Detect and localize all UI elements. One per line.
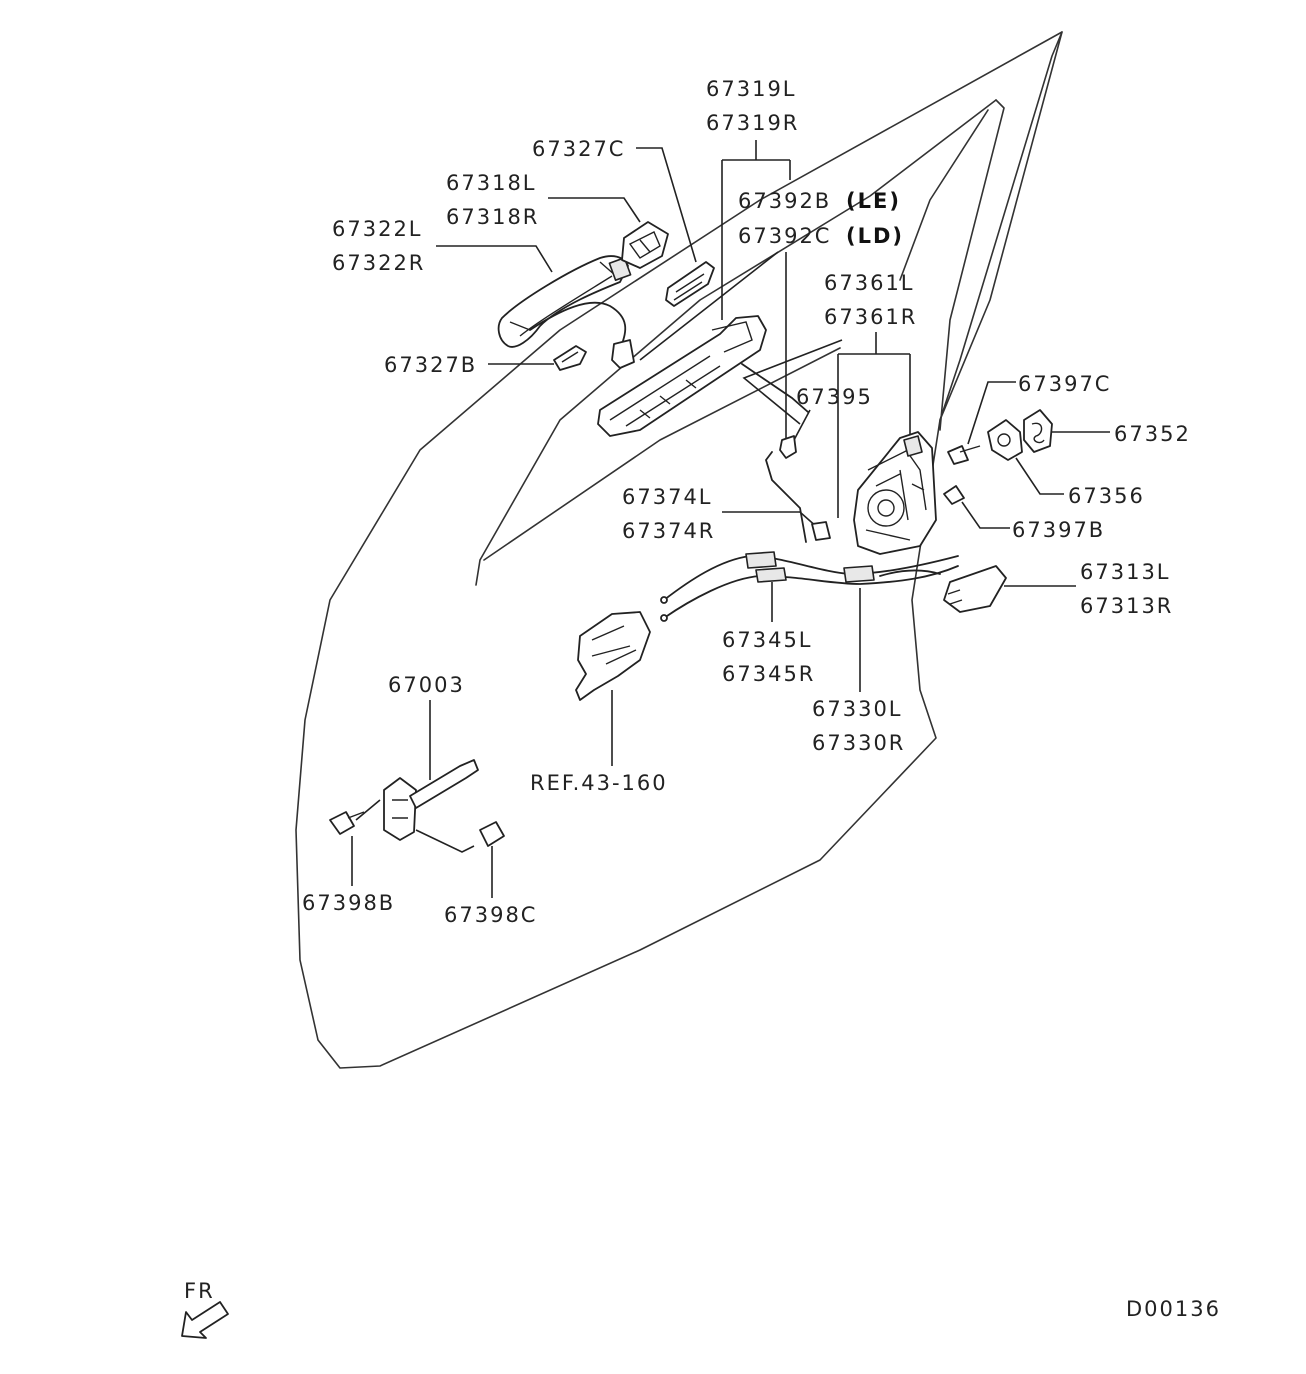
lock-rod-67374 [765,451,831,543]
handle-cap-67318 [621,221,669,269]
label-67319R: 67319R [706,111,799,135]
label-67318L: 67318L [446,171,537,195]
label-67398B: 67398B [302,891,395,915]
label-67392C: 67392C [738,224,831,248]
bolt-67398B [329,811,365,835]
door-outline [295,31,1063,1069]
front-direction-arrow-icon [181,1301,229,1339]
label-67392B-code: (LE) [846,189,901,213]
outer-handle-67322 [497,255,632,348]
label-67356: 67356 [1068,484,1145,508]
shim-67352 [1023,409,1053,453]
label-67352: 67352 [1114,422,1191,446]
label-67361R: 67361R [824,305,917,329]
door-check-67003 [383,759,479,841]
label-67345L: 67345L [722,628,813,652]
label-67322L: 67322L [332,217,423,241]
latch-cover-67313 [943,565,1007,613]
label-67392B: 67392B [738,189,831,213]
screw-67397C [947,445,981,465]
label-67313L: 67313L [1080,560,1171,584]
handle-pad-67327B [553,345,587,371]
bolt-67398C [479,821,505,847]
label-67330L: 67330L [812,697,903,721]
rod-clip-67392 [779,435,797,459]
diagram-id: D00136 [1126,1297,1221,1321]
direction-label: FR [184,1279,215,1303]
label-67397C: 67397C [1018,372,1111,396]
label-67392C-code: (LD) [846,224,904,248]
label-67398C: 67398C [444,903,537,927]
label-67322R: 67322R [332,251,425,275]
label-67374L: 67374L [622,485,713,509]
label-67361L: 67361L [824,271,915,295]
label-67345R: 67345R [722,662,815,686]
leader-lines [351,140,1110,898]
screw-67397B [943,485,965,505]
striker-67356 [987,419,1023,461]
label-67397B: 67397B [1012,518,1105,542]
front-direction-indicator: FR [181,1279,229,1339]
handle-pad-67327C [665,261,715,307]
label-67330R: 67330R [812,731,905,755]
label-67374R: 67374R [622,519,715,543]
label-67327B: 67327B [384,353,477,377]
inner-handle-ref [575,611,651,701]
handle-wire-connector [529,301,635,369]
cables-67345-67330 [660,551,959,622]
part-labels: 67319L 67319R 67327C 67318L 67318R 67392… [302,77,1191,927]
label-67327C: 67327C [532,137,625,161]
label-67313R: 67313R [1080,594,1173,618]
label-67318R: 67318R [446,205,539,229]
label-67003: 67003 [388,673,465,697]
label-67395: 67395 [796,385,873,409]
label-67319L: 67319L [706,77,797,101]
door-latch-67361 [853,431,937,555]
label-ref-43-160: REF.43-160 [530,771,668,795]
handle-frame-67319 [597,315,809,437]
